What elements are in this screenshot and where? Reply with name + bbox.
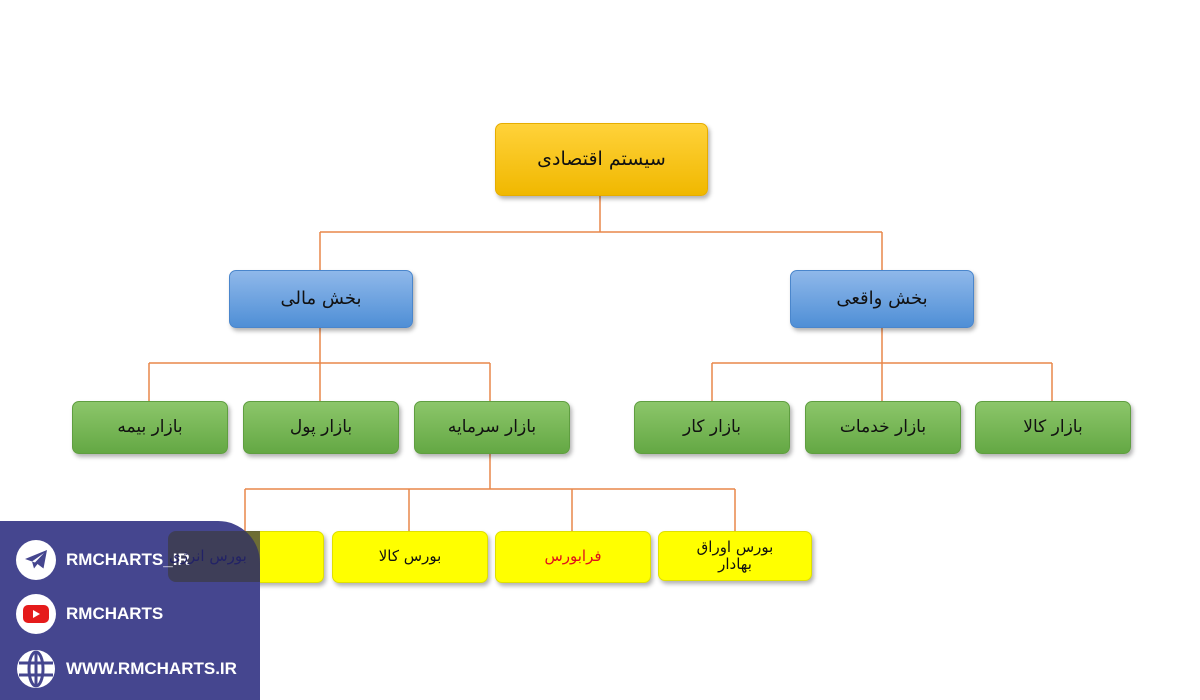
node-ifb: فرابورس <box>495 531 651 583</box>
connector-financial <box>148 326 491 401</box>
website-label: WWW.RMCHARTS.IR <box>66 659 237 678</box>
node-commodity-exchange: بورس کالا <box>332 531 488 583</box>
node-goods-market: بازار کالا <box>975 401 1131 454</box>
globe-icon <box>16 649 56 689</box>
telegram-icon <box>16 540 56 580</box>
node-insurance-market: بازار بیمه <box>72 401 228 454</box>
telegram-link[interactable]: RMCHARTS_IR <box>16 540 190 580</box>
overlay-shade <box>168 531 260 582</box>
node-capital-market: بازار سرمایه <box>414 401 570 454</box>
connector-real <box>711 326 1053 401</box>
node-root: سیستم اقتصادی <box>495 123 708 196</box>
node-money-market: بازار پول <box>243 401 399 454</box>
youtube-label: RMCHARTS <box>66 604 164 623</box>
node-labor-market: بازار کار <box>634 401 790 454</box>
telegram-label: RMCHARTS_IR <box>66 550 190 569</box>
youtube-link[interactable]: RMCHARTS <box>16 594 163 634</box>
website-link[interactable]: WWW.RMCHARTS.IR <box>16 649 237 689</box>
node-financial: بخش مالی <box>229 270 413 328</box>
node-securities-exchange: بورس اوراق بهادار <box>658 531 812 581</box>
node-real: بخش واقعی <box>790 270 974 328</box>
youtube-icon <box>16 594 56 634</box>
node-services-market: بازار خدمات <box>805 401 961 454</box>
connector-capital <box>244 452 736 531</box>
connector-root <box>319 194 883 270</box>
node-energy-exchange-label: بورس انرژی <box>169 547 247 566</box>
